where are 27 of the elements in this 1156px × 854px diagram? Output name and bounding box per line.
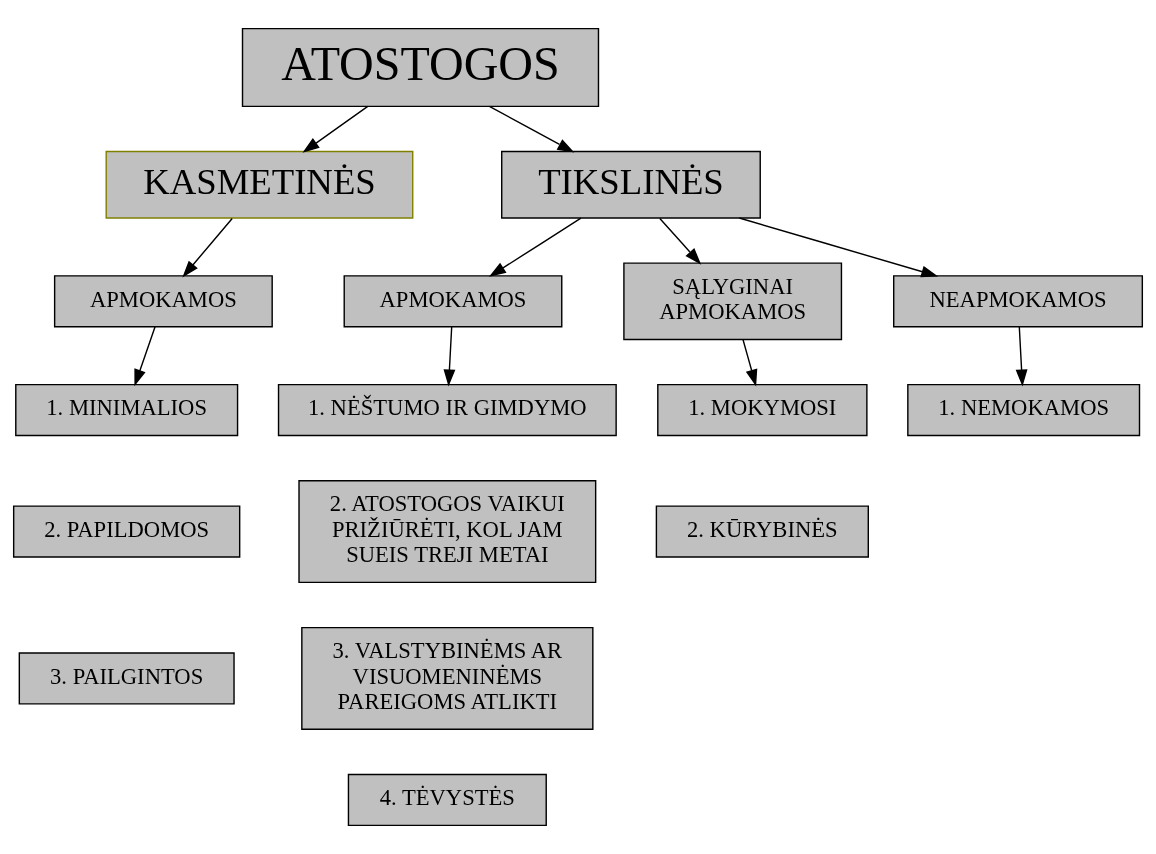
node-box: APMOKAMOS [343,275,563,328]
arrow [302,105,369,153]
node-box: 3. VALSTYBINĖMS AR VISUOMENINĖMS PAREIGOMS ATLIKTI [301,626,594,730]
arrow [1015,326,1028,387]
node-box: NEAPMOKAMOS [893,275,1144,328]
node-box: 2. KŪRYBINĖS [655,505,869,558]
arrow [182,217,233,278]
node-box: 1. NEMOKAMOS [907,383,1141,437]
arrow [742,339,758,387]
arrow [488,105,575,153]
arrow [738,217,939,278]
node-box: 1. NĖŠTUMO IR GIMDYMO [277,383,617,437]
node-box: 4. TĖVYSTĖS [347,773,547,827]
node-box: 1. MOKYMOSI [657,383,868,437]
arrow [489,217,582,277]
arrow [659,217,702,265]
node-box: 2. ATOSTOGOS VAIKUI PRIŽIŪRĖTI, KOL JAM SUEIS TREJI METAI [298,479,597,584]
node-box: SĄLYGINAI APMOKAMOS [623,262,843,341]
node-box: 1. MINIMALIOS [15,383,239,437]
node-box: KASMETINĖS [105,150,414,219]
node-box: 3. PAILGINTOS [18,652,235,705]
node-box: TIKSLINĖS [501,150,761,219]
node-box: APMOKAMOS [53,275,273,328]
node-box: 2. PAPILDOMOS [12,505,241,558]
node-box: ATOSTOGOS [241,27,600,108]
arrow [134,326,156,387]
arrow [443,326,456,387]
